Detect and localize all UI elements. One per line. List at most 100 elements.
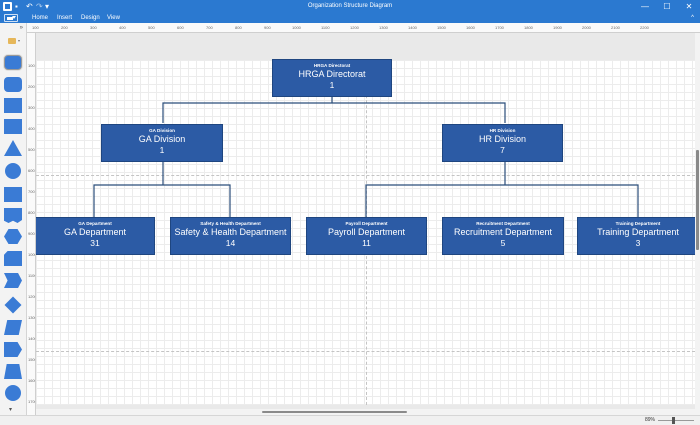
org-node-recruitment-department[interactable]: Recruitment Department Recruitment Depar… (442, 217, 564, 255)
toolbox-scroll-down-icon[interactable]: ▾ (9, 407, 13, 413)
minimize-button[interactable]: — (641, 2, 649, 11)
ruler-tick: 200 (28, 84, 35, 89)
ruler-tick: 1700 (28, 399, 35, 404)
vertical-scroll-thumb[interactable] (696, 150, 699, 250)
ruler-tick: 100 (32, 25, 39, 30)
zoom-level: 89% (645, 417, 656, 423)
or-circle-shape[interactable] (5, 163, 21, 179)
document-shape[interactable] (4, 208, 22, 223)
node-caption: Payroll Department (345, 221, 388, 226)
node-caption: Recruitment Department (476, 221, 530, 226)
ruler-tick: 1300 (379, 25, 388, 30)
square-shape[interactable] (4, 119, 22, 134)
rounded-rectangle-2-shape[interactable] (4, 77, 22, 92)
ruler-tick: 600 (28, 168, 35, 173)
expand-toolbox-icon[interactable]: » (19, 25, 23, 31)
ruler-tick: 2200 (640, 25, 649, 30)
ruler-tick: 1800 (524, 25, 533, 30)
collapse-ribbon-icon[interactable]: ^ (691, 15, 694, 21)
zoom-slider-handle[interactable] (672, 417, 675, 424)
card-shape[interactable] (4, 251, 22, 266)
org-node-hrga-directorat[interactable]: HRGA Directorat HRGA Directorat 1 (272, 59, 392, 97)
ruler-tick: 900 (28, 231, 35, 236)
ruler-tick: 1300 (28, 315, 35, 320)
ruler-tick: 700 (206, 25, 213, 30)
ruler-tick: 1600 (28, 378, 35, 383)
tab-insert[interactable]: Insert (57, 15, 73, 21)
undo-icon[interactable]: ↶ (26, 2, 33, 11)
file-menu-button[interactable] (4, 14, 18, 22)
connector-ga-departments (93, 162, 231, 217)
folder-dropdown-icon[interactable]: ▾ (18, 38, 21, 43)
vertical-scrollbar[interactable] (695, 33, 700, 415)
rectangle-shape[interactable] (4, 98, 22, 113)
offpage-shape[interactable] (4, 342, 22, 357)
hexagon-shape[interactable] (4, 229, 22, 244)
triangle-shape[interactable] (4, 140, 22, 156)
maximize-button[interactable]: ☐ (663, 2, 671, 11)
org-node-payroll-department[interactable]: Payroll Department Payroll Department 11 (306, 217, 427, 255)
ruler-tick: 2000 (582, 25, 591, 30)
ruler-tick: 2100 (611, 25, 620, 30)
org-node-ga-division[interactable]: GA Division GA Division 1 (101, 124, 223, 162)
ruler-tick: 1100 (28, 273, 36, 278)
org-node-training-department[interactable]: Training Department Training Department … (577, 217, 699, 255)
ruler-tick: 1400 (408, 25, 417, 30)
manual-operation-shape[interactable] (4, 364, 22, 379)
node-caption: GA Division (149, 128, 175, 133)
connector-hr-departments (365, 162, 639, 217)
node-caption: HRGA Directorat (313, 63, 351, 68)
node-count: 11 (362, 238, 371, 248)
node-count: 14 (225, 238, 236, 248)
org-node-safety-health-department[interactable]: Safety & Health Department Safety & Heal… (170, 217, 291, 255)
zoom-slider[interactable] (658, 420, 694, 421)
node-title: HR Division (478, 134, 526, 144)
connector-root-divisions (162, 97, 506, 123)
diagram-canvas[interactable]: HRGA Directorat HRGA Directorat 1 GA Div… (36, 33, 700, 415)
window-title: Organization Structure Diagram (307, 3, 393, 9)
redo-icon[interactable]: ↷ (36, 2, 43, 11)
quick-access-dropdown-icon[interactable]: ▾ (45, 2, 50, 11)
status-bar: 89% (0, 415, 700, 425)
ruler-tick: 1000 (292, 25, 301, 30)
horizontal-scrollbar[interactable] (36, 409, 695, 415)
chevron-shape[interactable] (4, 273, 22, 288)
node-count: 3 (635, 238, 641, 248)
node-caption: HR Division (489, 128, 516, 133)
ruler-tick: 1500 (437, 25, 446, 30)
ruler-tick: 100 (28, 63, 35, 68)
org-node-ga-department[interactable]: GA Department GA Department 31 (36, 217, 155, 255)
ruler-tick: 1600 (466, 25, 475, 30)
ruler-tick: 700 (28, 189, 35, 194)
tab-home[interactable]: Home (32, 15, 49, 21)
node-title: Payroll Department (327, 227, 406, 237)
node-title: Safety & Health Department (174, 227, 287, 237)
ruler-tick: 600 (177, 25, 184, 30)
ruler-tick: 300 (28, 105, 35, 110)
decision-shape[interactable] (4, 296, 22, 314)
shape-toolbox: » ▾ ▾ (0, 23, 27, 415)
process-shape[interactable] (4, 187, 22, 202)
org-node-hr-division[interactable]: HR Division HR Division 7 (442, 124, 563, 162)
vertical-ruler: 100 200 300 400 500 600 700 800 900 1000… (27, 33, 36, 415)
node-count: 5 (500, 238, 506, 248)
folder-icon[interactable] (8, 38, 16, 44)
node-title: GA Division (138, 134, 186, 144)
ruler-tick: 1200 (28, 294, 35, 299)
ruler-tick: 1500 (28, 357, 35, 362)
circle-shape[interactable] (5, 385, 21, 401)
tab-view[interactable]: View (107, 15, 120, 21)
ruler-tick: 1400 (28, 336, 35, 341)
tab-design[interactable]: Design (81, 15, 100, 21)
horizontal-scroll-thumb[interactable] (262, 411, 407, 413)
data-shape[interactable] (4, 320, 22, 335)
save-icon[interactable]: ▪ (15, 2, 18, 11)
ribbon-tabs: Home Insert Design View ^ (0, 13, 700, 23)
ruler-tick: 1900 (553, 25, 562, 30)
close-button[interactable]: ✕ (685, 2, 693, 11)
ruler-tick: 800 (235, 25, 242, 30)
ruler-tick: 800 (28, 210, 35, 215)
title-bar: ▪ ↶ ↷ ▾ Organization Structure Diagram —… (0, 0, 700, 13)
rounded-rectangle-shape[interactable] (4, 55, 22, 70)
ruler-tick: 500 (28, 147, 35, 152)
